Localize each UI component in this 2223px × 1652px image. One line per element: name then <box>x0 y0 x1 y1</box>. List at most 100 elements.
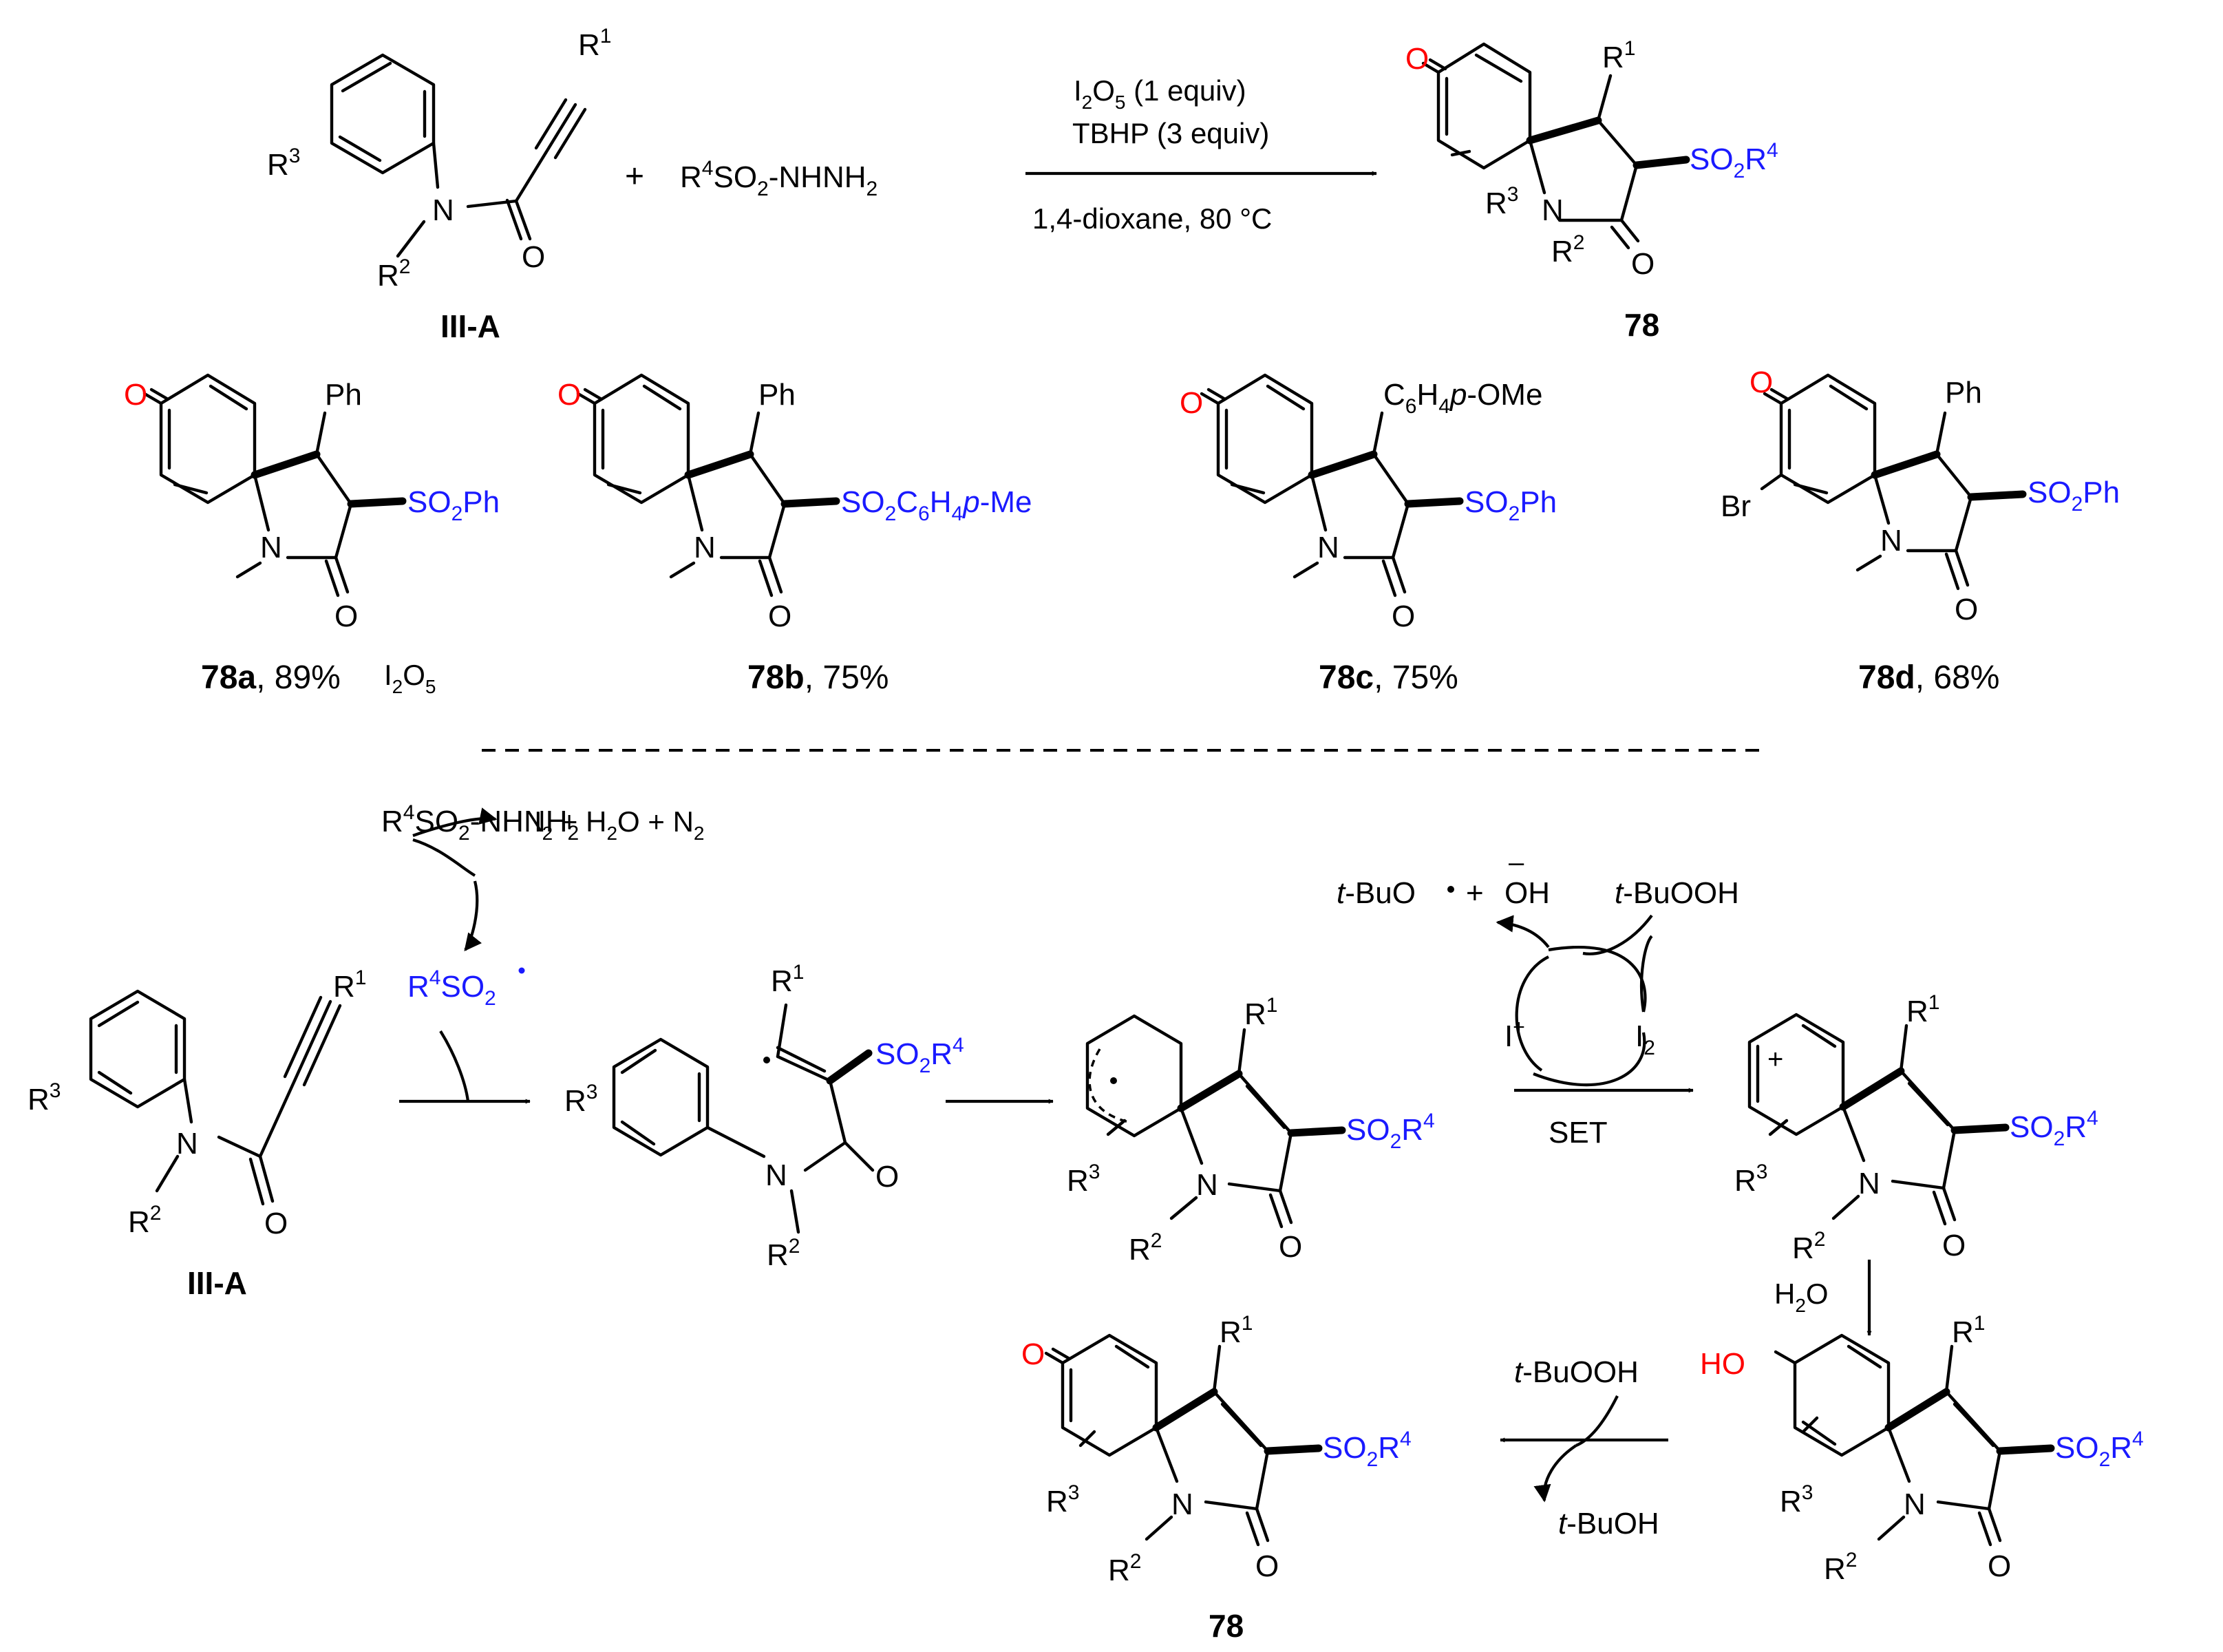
svg-text:t-BuO: t-BuO <box>1337 876 1416 910</box>
svg-text:Br: Br <box>1721 489 1751 523</box>
atom-label: N <box>1542 193 1564 227</box>
svg-text:N: N <box>176 1127 198 1161</box>
r1-label: R1 <box>578 25 611 62</box>
svg-text:Ph: Ph <box>1945 376 1982 410</box>
reaction-conditions: 1,4-dioxane, 80 °C <box>1032 202 1272 235</box>
svg-text:O: O <box>1955 593 1978 626</box>
svg-text:H2O: H2O <box>1774 1278 1829 1316</box>
svg-text:SO2R4: SO2R4 <box>2055 1428 2144 1471</box>
svg-text:O: O <box>1180 386 1203 420</box>
svg-text:C6H4p-OMe: C6H4p-OMe <box>1383 378 1542 418</box>
product-78-top: O N O R3 R2 R1 SO2R4 78 <box>1405 37 1778 343</box>
example-78c: O N O C6H4p-OMe SO2Ph 78c, 75% <box>1180 373 1557 696</box>
svg-text:R2: R2 <box>767 1235 800 1272</box>
reagent-i2o5: I2O5 (1 equiv) <box>1074 74 1246 113</box>
svg-text:R3: R3 <box>1067 1161 1100 1198</box>
svg-text:SO2Ph: SO2Ph <box>407 485 500 525</box>
atom-label: N <box>432 193 454 227</box>
svg-text:N: N <box>765 1158 787 1192</box>
svg-text:R3: R3 <box>1734 1161 1767 1198</box>
svg-text:N: N <box>1880 524 1902 558</box>
svg-text:t-BuOOH: t-BuOOH <box>1615 876 1739 910</box>
svg-text:O: O <box>1749 366 1773 399</box>
svg-text:O: O <box>124 378 147 412</box>
svg-text:R3: R3 <box>1485 183 1518 220</box>
svg-text:I2: I2 <box>1635 1019 1655 1059</box>
svg-text:t-BuOH: t-BuOH <box>1558 1507 1659 1540</box>
svg-text:O: O <box>557 378 581 412</box>
svg-text:Ph: Ph <box>758 378 796 412</box>
svg-text:SO2Ph: SO2Ph <box>2028 476 2120 516</box>
svg-text:O: O <box>1942 1229 1966 1262</box>
svg-text:R1: R1 <box>1952 1312 1985 1349</box>
svg-text:SO2R4: SO2R4 <box>1346 1110 1435 1153</box>
compound-label-start: III-A <box>440 308 500 344</box>
r2-label: R2 <box>377 255 410 293</box>
svg-text:O: O <box>1988 1549 2011 1583</box>
svg-text:R3: R3 <box>1046 1481 1079 1518</box>
sulfonyl-radical: R4SO2 <box>407 966 496 1010</box>
svg-text:SO2R4: SO2R4 <box>2010 1107 2098 1150</box>
svg-text:III-A: III-A <box>187 1265 247 1301</box>
svg-text:+: + <box>1466 876 1484 910</box>
byproducts: I2 + H2O + N2 <box>534 805 704 844</box>
oxygen-atom: O <box>1405 42 1429 76</box>
svg-text:SO2C6H4p-Me: SO2C6H4p-Me <box>841 485 1032 525</box>
svg-text:78: 78 <box>1209 1608 1244 1644</box>
r3-label: R3 <box>267 145 300 182</box>
svg-text:t-BuOOH: t-BuOOH <box>1514 1355 1639 1389</box>
svg-text:N: N <box>1858 1167 1880 1200</box>
svg-text:O: O <box>875 1160 899 1194</box>
svg-text:SO2R4: SO2R4 <box>1323 1428 1412 1471</box>
svg-text:O: O <box>1021 1337 1045 1371</box>
compound-label-product: 78 <box>1624 307 1659 343</box>
svg-text:O: O <box>1255 1549 1279 1583</box>
svg-text:R1: R1 <box>1244 994 1277 1031</box>
svg-text:N: N <box>1171 1487 1193 1521</box>
svg-text:N: N <box>260 531 282 564</box>
atom-label: O <box>1631 247 1655 281</box>
svg-text:HO: HO <box>1700 1347 1745 1381</box>
svg-text:R3: R3 <box>28 1079 61 1116</box>
svg-text:+: + <box>1767 1044 1783 1074</box>
i2o5-label: I2O5 <box>384 659 436 697</box>
svg-text:R1: R1 <box>1906 991 1939 1028</box>
plus-sign: + <box>625 158 644 195</box>
svg-text:SO2R4: SO2R4 <box>875 1034 964 1077</box>
svg-text:O: O <box>334 600 358 633</box>
sulfonyl-hydrazide: R4SO2-NHNH2 <box>680 157 878 200</box>
reagent-tbhp: TBHP (3 equiv) <box>1072 117 1269 149</box>
svg-text:N: N <box>1317 531 1339 564</box>
svg-text:N: N <box>1196 1168 1218 1202</box>
svg-text:R2: R2 <box>1108 1550 1141 1587</box>
svg-text:–: – <box>1509 847 1524 878</box>
svg-text:R1: R1 <box>333 966 366 1004</box>
svg-text:R3: R3 <box>564 1081 597 1118</box>
svg-text:SET: SET <box>1549 1116 1608 1150</box>
svg-text:Ph: Ph <box>325 378 362 412</box>
svg-text:SO2Ph: SO2Ph <box>1465 485 1557 525</box>
svg-text:N: N <box>1904 1487 1926 1521</box>
svg-text:I+: I+ <box>1504 1016 1525 1053</box>
svg-text:N: N <box>694 531 716 564</box>
example-label: 78d, 68% <box>1858 659 1999 696</box>
svg-text:O: O <box>1279 1230 1302 1264</box>
svg-text:OH: OH <box>1504 876 1550 910</box>
svg-text:SO2R4: SO2R4 <box>1690 139 1778 182</box>
atom-label: O <box>522 240 545 274</box>
mechanism: R4SO2-NHNH2 I2O5 I2 + H2O + N2 R4SO2 N O… <box>28 659 2144 1644</box>
svg-text:R1: R1 <box>1602 37 1635 74</box>
example-label: 78b, 75% <box>747 659 889 696</box>
svg-text:O: O <box>1392 600 1415 633</box>
svg-text:R1: R1 <box>771 961 804 998</box>
svg-text:R2: R2 <box>1551 231 1584 268</box>
example-78d: O Br N O Ph SO2Ph 78d, 68% <box>1721 366 2120 696</box>
example-label: 78c, 75% <box>1319 659 1458 696</box>
svg-text:R2: R2 <box>128 1202 161 1239</box>
svg-text:R2: R2 <box>1792 1228 1825 1265</box>
example-label: 78a, 89% <box>201 659 341 696</box>
start-material-top: N O R3 R2 R1 III-A <box>267 25 611 344</box>
example-78a: O N O Ph SO2Ph 78a, 89% <box>124 373 500 696</box>
svg-text:R2: R2 <box>1824 1549 1857 1586</box>
